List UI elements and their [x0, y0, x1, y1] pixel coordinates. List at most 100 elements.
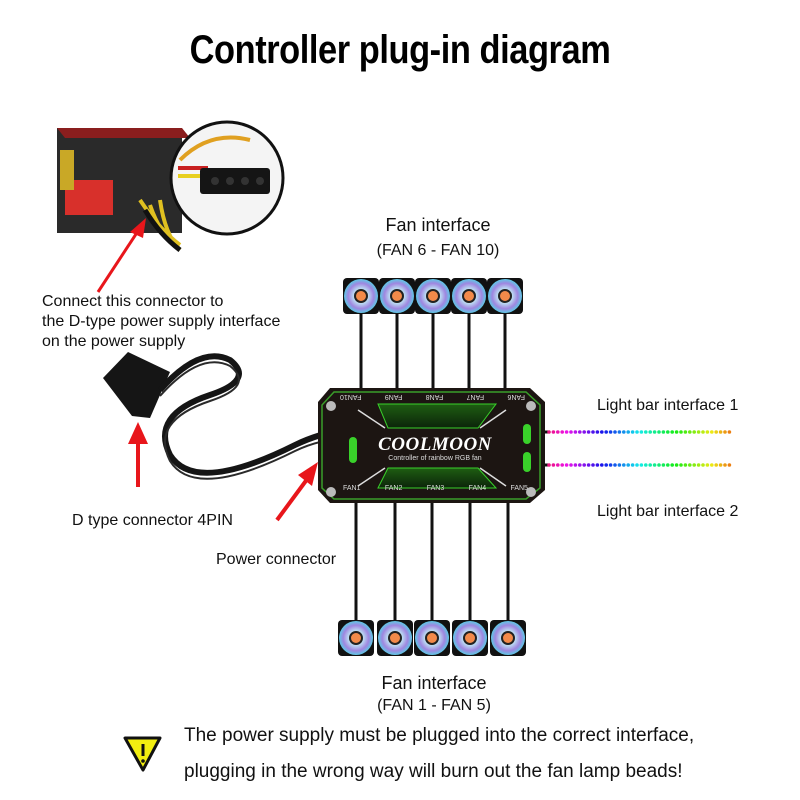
led-bead [714, 463, 718, 467]
led-bead [600, 463, 604, 467]
led-bead [613, 463, 617, 467]
led-bead [714, 430, 718, 434]
led-bead [705, 463, 710, 467]
rgb-fan-icon [338, 620, 374, 656]
led-bead [613, 430, 617, 434]
led-bead [564, 463, 569, 467]
led-bead [569, 463, 573, 467]
led-bead [573, 463, 578, 467]
port-label: FAN10 [340, 393, 362, 400]
led-bead [635, 430, 639, 434]
led-bead [692, 463, 696, 467]
bottom-port-labels: FAN1 FAN2 FAN3 FAN4 FAN5 [343, 485, 528, 492]
led-bead [648, 430, 652, 434]
rgb-fan-icon [490, 620, 526, 656]
led-bead [556, 463, 560, 467]
warning-line: plugging in the wrong way will burn out … [184, 761, 683, 782]
led-bead [547, 463, 551, 467]
led-bead [696, 463, 701, 467]
led-bead [683, 463, 688, 467]
led-bead [564, 430, 569, 434]
led-bead [696, 430, 701, 434]
led-bead [666, 430, 670, 434]
led-bead [578, 430, 582, 434]
led-bead [560, 463, 564, 467]
led-bead [648, 463, 652, 467]
warning-triangle-icon [123, 736, 162, 772]
screw-icon [526, 401, 536, 411]
led-bead [701, 430, 705, 434]
led-bead [551, 463, 556, 467]
led-bead [705, 430, 710, 434]
arrow-to-d-connector [128, 422, 148, 487]
warning-message: The power supply must be plugged into th… [184, 718, 694, 790]
led-bead [718, 463, 723, 467]
port-label: FAN8 [425, 393, 444, 400]
rgb-fan-icon [451, 278, 487, 314]
top-port-labels: FAN6 FAN7 FAN8 FAN9 FAN10 [340, 393, 525, 400]
top-fan-range: (FAN 6 - FAN 10) [376, 242, 500, 259]
light-bar-port-2 [523, 452, 531, 472]
led-bead [718, 430, 723, 434]
led-bead [723, 430, 727, 434]
led-bead [674, 430, 679, 434]
light-bar-1-label: Light bar interface 1 [597, 397, 739, 414]
rgb-fan-icon [415, 278, 451, 314]
psu-callout-line: the D-type power supply interface [42, 313, 281, 330]
led-bead [608, 430, 613, 434]
light-bars [545, 430, 732, 467]
led-bead [569, 430, 573, 434]
page-title: Controller plug-in diagram [189, 28, 611, 72]
psu-callout-line: Connect this connector to [42, 293, 224, 310]
psu-image [57, 120, 285, 252]
led-bead [683, 430, 688, 434]
led-bead [670, 463, 674, 467]
led-bead [701, 463, 705, 467]
led-bead [626, 463, 630, 467]
molex-connector-icon [200, 168, 270, 194]
light-bar-port-1 [523, 424, 531, 444]
arrow-to-psu [96, 218, 146, 293]
port-label: FAN3 [426, 485, 445, 492]
led-bead [674, 463, 679, 467]
led-bead [652, 430, 657, 434]
led-bead [688, 430, 692, 434]
power-port [349, 437, 357, 463]
led-bead [661, 430, 666, 434]
rgb-fan-icon [452, 620, 488, 656]
led-bead [556, 430, 560, 434]
led-bead [551, 430, 556, 434]
led-bead [591, 430, 595, 434]
port-label: FAN9 [384, 393, 403, 400]
top-fan-row [343, 278, 523, 314]
screw-icon [526, 487, 536, 497]
led-bead [595, 463, 600, 467]
led-bead [692, 430, 696, 434]
led-bead [679, 430, 683, 434]
led-bead [666, 463, 670, 467]
screw-icon [326, 401, 336, 411]
led-bead [688, 463, 692, 467]
port-label: FAN1 [343, 485, 361, 492]
led-bead [630, 463, 635, 467]
port-label: FAN7 [466, 393, 485, 400]
led-bead [622, 463, 626, 467]
led-bead [586, 463, 591, 467]
controller-subtitle: Controller of rainbow RGB fan [388, 455, 482, 462]
led-bead [644, 430, 648, 434]
power-connector-label: Power connector [216, 551, 337, 568]
screw-icon [326, 487, 336, 497]
controller-board [318, 388, 545, 503]
led-bead [600, 430, 604, 434]
bottom-fan-wires [354, 500, 510, 622]
led-bead [710, 430, 714, 434]
led-bead [617, 463, 622, 467]
led-bead [595, 430, 600, 434]
bottom-fan-range: (FAN 1 - FAN 5) [377, 697, 491, 714]
psu-callout-line: on the power supply [42, 333, 186, 350]
led-bead [586, 430, 591, 434]
led-bead [644, 463, 648, 467]
led-bead [560, 430, 564, 434]
led-bead [679, 463, 683, 467]
led-bead [639, 430, 644, 434]
